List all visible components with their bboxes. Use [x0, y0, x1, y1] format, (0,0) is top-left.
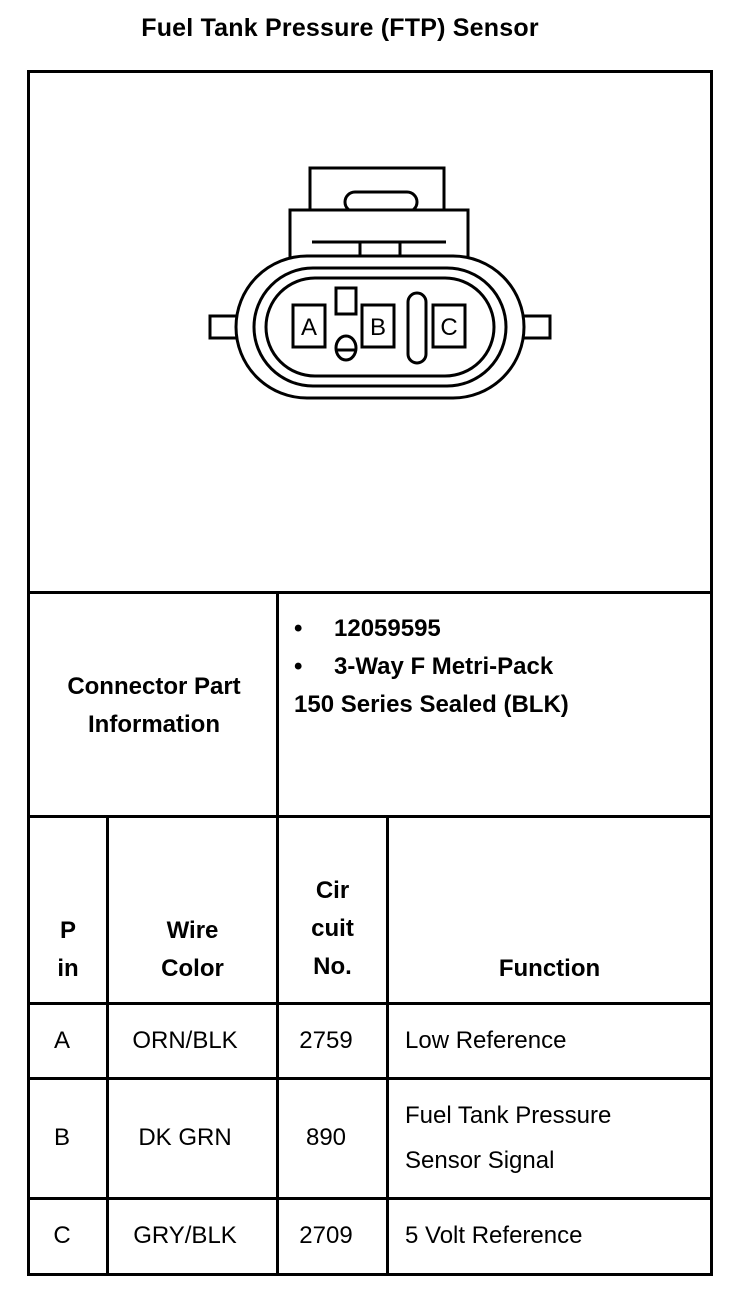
table-row-function: Fuel Tank Pressure	[405, 1102, 612, 1129]
cavity-label-c: C	[440, 314, 457, 341]
table-row-wire-color: DK GRN	[138, 1124, 232, 1151]
bullet-icon: •	[294, 615, 303, 642]
latch-base	[288, 208, 470, 260]
page-title: Fuel Tank Pressure (FTP) Sensor	[141, 14, 539, 42]
key-notch	[334, 286, 358, 316]
column-divider-2	[276, 591, 279, 1276]
description-line-2: 150 Series Sealed (BLK)	[294, 691, 569, 718]
column-divider-1	[106, 815, 109, 1276]
table-frame	[27, 70, 713, 1276]
right-tab	[520, 314, 552, 340]
column-divider-3	[386, 815, 389, 1276]
cavity-c	[431, 303, 467, 349]
part-number-line: • 12059595	[294, 610, 569, 648]
bullet-icon: •	[294, 653, 303, 680]
divider-row-b	[27, 1197, 713, 1200]
connector-description: 3-Way F Metri-Pack	[334, 653, 554, 680]
divider-header	[27, 1002, 713, 1005]
table-row-circuit: 890	[305, 1124, 347, 1151]
table-row-wire-color: ORN/BLK	[132, 1027, 238, 1054]
cavity-label-a: A	[301, 314, 317, 341]
header-function: Function	[498, 955, 601, 982]
connector-part-info: • 12059595 • 3-Way F Metri-Pack 150 Series…	[294, 610, 569, 724]
left-tab	[208, 314, 240, 340]
header-pin: P in	[57, 917, 79, 982]
cavity-a	[291, 303, 327, 349]
header-circuit: Cir cuit No.	[311, 877, 354, 980]
table-row-function: 5 Volt Reference	[405, 1222, 583, 1249]
divider-row-c	[27, 1273, 713, 1276]
table-row-pin: C	[53, 1222, 71, 1249]
table-row-wire-color: GRY/BLK	[133, 1222, 237, 1249]
polarizing-post	[334, 334, 358, 362]
table-row-circuit: 2759	[299, 1027, 353, 1054]
table-row-circuit: 2709	[299, 1222, 353, 1249]
connector-part-label: Connector Part Information	[67, 673, 241, 738]
header-wire-color: Wire Color	[161, 917, 224, 982]
table-row-pin: A	[53, 1027, 70, 1054]
table-row-function: Low Reference	[405, 1027, 567, 1054]
table-row-pin: B	[53, 1124, 70, 1151]
cavity-label-b: B	[370, 314, 386, 341]
divider-row-a	[27, 1077, 713, 1080]
connector-face-diagram: A B C	[208, 166, 552, 400]
key-rib	[406, 291, 428, 365]
cavity-b	[360, 303, 396, 349]
part-number: 12059595	[334, 615, 441, 642]
table-row-function-line-2: Sensor Signal	[405, 1147, 555, 1174]
divider-connector-info	[27, 815, 713, 818]
description-line: • 3-Way F Metri-Pack	[294, 648, 569, 686]
divider-diagram	[27, 591, 713, 594]
